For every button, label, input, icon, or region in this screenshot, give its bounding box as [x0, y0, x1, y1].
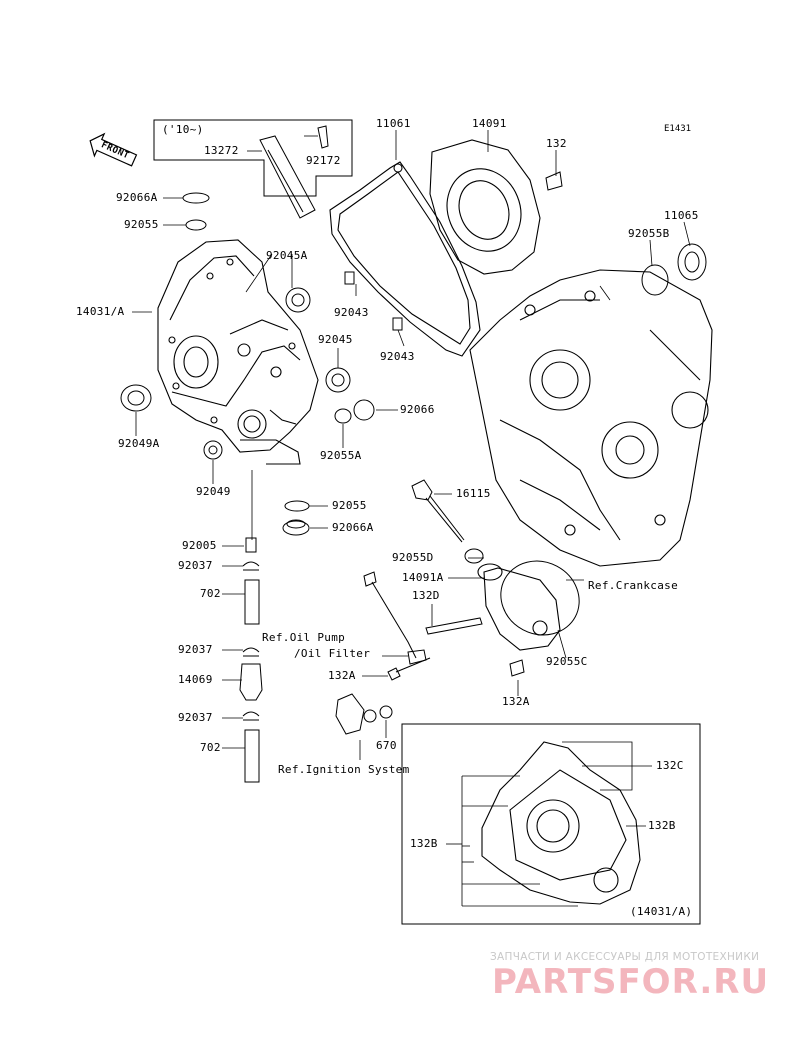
oring-670: [379, 705, 393, 719]
label-92045A: 92045A: [266, 249, 308, 262]
label-92055-mid: 92055: [332, 499, 367, 512]
gasket-11061: [329, 161, 481, 357]
label-14091A: 14091A: [402, 571, 444, 584]
watermark-logo: PARTSFOR.RU: [492, 962, 770, 1002]
label-92066A-top: 92066A: [116, 191, 158, 204]
bolt-132-top: [545, 171, 563, 191]
bracket-13272: [259, 135, 316, 219]
label-702-b: 702: [200, 741, 221, 754]
sensor-assembly: [335, 693, 377, 735]
bearing-92045A: [285, 287, 311, 313]
label-14091: 14091: [472, 117, 507, 130]
oring-92055C: [500, 560, 580, 636]
label-ref-oilpump-2: /Oil Filter: [294, 647, 371, 660]
label-92043-b: 92043: [380, 350, 415, 363]
label-92066: 92066: [400, 403, 435, 416]
label-14069: 14069: [178, 673, 213, 686]
label-132B-left: 132B: [410, 837, 438, 850]
plug-92066: [353, 399, 375, 421]
label-ref-oilpump-1: Ref.Oil Pump: [262, 631, 346, 644]
label-ref-crankcase: Ref.Crankcase: [588, 579, 678, 592]
oring-92055-top: [185, 219, 207, 231]
label-132-top: 132: [546, 137, 567, 150]
label-92055D: 92055D: [392, 551, 434, 564]
cover-14091A: [477, 563, 561, 651]
oil-line: [363, 571, 431, 681]
label-92055B: 92055B: [628, 227, 670, 240]
label-11065: 11065: [664, 209, 699, 222]
label-670: 670: [376, 739, 397, 752]
oilseal-92049A: [120, 384, 152, 412]
label-132D: 132D: [412, 589, 440, 602]
bolt-132A-right: [509, 659, 525, 677]
label-92005: 92005: [182, 539, 217, 552]
bolt-132D: [425, 617, 483, 635]
bolt-92172: [317, 125, 329, 149]
washer-92066A-top: [182, 192, 210, 204]
label-92037-c: 92037: [178, 711, 213, 724]
label-13272: 13272: [204, 144, 239, 157]
label-14031A-inset: (14031/A): [630, 905, 693, 918]
dipstick-16115: [411, 479, 465, 543]
year-variant-box: [153, 119, 353, 197]
label-132A-right: 132A: [502, 695, 530, 708]
oilseal-92049: [203, 440, 223, 460]
oilseal-11065: [677, 243, 707, 281]
label-16115: 16115: [456, 487, 491, 500]
label-92043-a: 92043: [334, 306, 369, 319]
label-92055C: 92055C: [546, 655, 588, 668]
label-92055A: 92055A: [320, 449, 362, 462]
label-92172: 92172: [306, 154, 341, 167]
label-ref-ignition: Ref.Ignition System: [278, 763, 410, 776]
label-132B-right: 132B: [648, 819, 676, 832]
label-92055-top: 92055: [124, 218, 159, 231]
year-note: ('10~): [162, 123, 204, 136]
diagram-code: E1431: [664, 124, 692, 134]
cover-14091: [429, 139, 541, 275]
label-92066A-mid: 92066A: [332, 521, 374, 534]
label-92049A: 92049A: [118, 437, 160, 450]
label-132A-left: 132A: [328, 669, 356, 682]
watermark-tagline: ЗАПЧАСТИ И АКСЕССУАРЫ ДЛЯ МОТОТЕХНИКИ: [490, 951, 760, 963]
oring-92055D: [464, 548, 484, 564]
oring-92055-mid: [284, 500, 310, 512]
inset-box: [401, 723, 701, 925]
oring-92055B: [641, 264, 669, 296]
label-92045: 92045: [318, 333, 353, 346]
label-92049: 92049: [196, 485, 231, 498]
bearing-92045: [325, 367, 351, 393]
oring-92055A: [334, 408, 352, 424]
dowel-92043-a: [344, 271, 355, 285]
washer-92066A-mid: [282, 519, 310, 536]
dowel-92043-b: [392, 317, 403, 331]
label-14031A: 14031/A: [76, 305, 125, 318]
crankcase: [469, 269, 713, 567]
label-11061: 11061: [376, 117, 411, 130]
label-92037-b: 92037: [178, 643, 213, 656]
front-arrow-icon: [89, 132, 138, 167]
label-132C: 132C: [656, 759, 684, 772]
leader-lines: [132, 130, 691, 907]
hose-stack: [239, 537, 263, 783]
label-92037-a: 92037: [178, 559, 213, 572]
inset-cover-14031A: [481, 741, 641, 905]
label-702-a: 702: [200, 587, 221, 600]
left-cover-14031A: [157, 239, 319, 465]
front-arrow: FRONT: [82, 126, 144, 175]
